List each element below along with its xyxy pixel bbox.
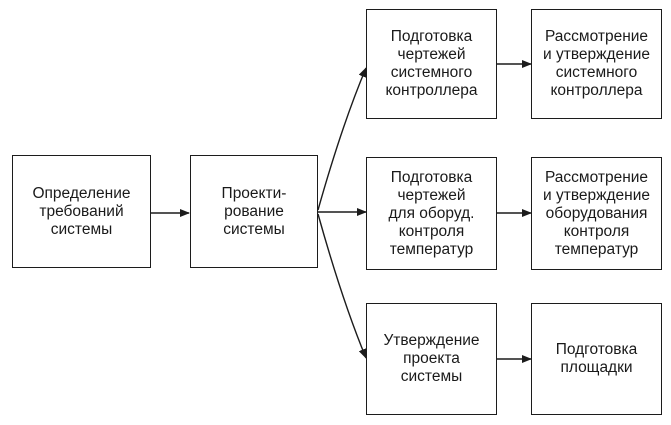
node-prep-controller-drawings: Подготовка чертежей системного контролле… bbox=[366, 9, 497, 119]
node-review-controller: Рассмотрение и утверждение системного ко… bbox=[531, 9, 662, 119]
node-review-temp-equipment: Рассмотрение и утверждение оборудования … bbox=[531, 157, 662, 270]
node-define-requirements: Определение требований системы bbox=[12, 155, 151, 268]
arrow-design-to-prep-controller bbox=[317, 67, 367, 211]
node-prep-temp-drawings: Подготовка чертежей для оборуд. контроля… bbox=[366, 157, 497, 270]
node-approve-system-design: Утверждение проекта системы bbox=[366, 303, 497, 415]
node-prepare-site: Подготовка площадки bbox=[531, 303, 662, 415]
arrow-design-to-approve-design bbox=[317, 213, 367, 359]
node-system-design: Проекти- рование системы bbox=[190, 155, 318, 268]
